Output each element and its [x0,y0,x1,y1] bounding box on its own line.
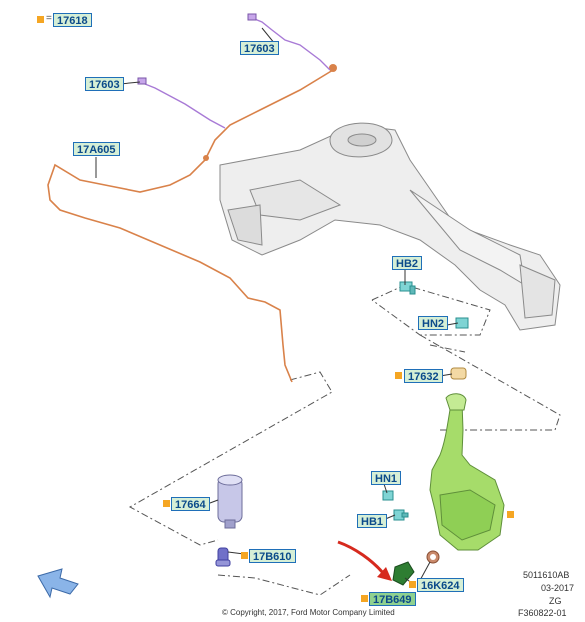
part-marker [37,16,44,23]
callout-17A605[interactable]: 17A605 [73,142,120,156]
filler-cap-icon [450,367,467,380]
highlight-arrow-icon [337,540,392,581]
part-marker [163,500,170,507]
view-direction-arrow-icon [37,568,79,599]
bracket-hb2-icon [399,281,416,295]
callout-17B610[interactable]: 17B610 [249,549,296,563]
connector-icon [247,13,257,21]
washer-pump-lower-icon [392,561,415,586]
reference-code: 5011610AB [523,570,570,580]
callout-17632[interactable]: 17632 [404,369,443,383]
leader-lines [128,284,561,596]
callout-16K624[interactable]: 16K624 [417,578,464,592]
equals-sign: = [46,13,52,24]
washer-reservoir-icon [429,393,505,551]
hose-joint-icon [203,155,209,161]
bolt-hb1-icon [393,509,409,521]
wiring-harness [139,17,331,129]
part-marker [361,595,368,602]
connector-icon [137,77,147,85]
callout-HN1[interactable]: HN1 [371,471,402,485]
callout-HB2[interactable]: HB2 [392,256,423,270]
reference-date: 03-2017 [541,583,575,593]
callout-HB1[interactable]: HB1 [357,514,388,528]
washer-hose [47,69,334,383]
copyright-text: © Copyright, 2017, Ford Motor Company Li… [222,608,395,617]
washer-pump-icon [217,474,243,529]
grommet-icon [426,550,440,564]
callout-17603-left[interactable]: 17603 [85,77,124,91]
part-marker [241,552,248,559]
reference-region: ZG [549,596,562,606]
callout-tails [95,27,459,585]
figure-number: F360822-01 [518,608,567,618]
plug-icon [215,547,231,567]
callout-17603-top[interactable]: 17603 [240,41,279,55]
callout-17618[interactable]: 17618 [53,13,92,27]
part-marker [395,372,402,379]
vehicle-structure [219,122,561,331]
hose-connector-icon [329,64,337,72]
nut-hn1-icon [382,490,394,501]
part-marker [507,511,514,518]
part-marker [409,581,416,588]
callout-HN2[interactable]: HN2 [418,316,449,330]
callout-17664[interactable]: 17664 [171,497,210,511]
callout-17B649[interactable]: 17B649 [369,592,416,606]
